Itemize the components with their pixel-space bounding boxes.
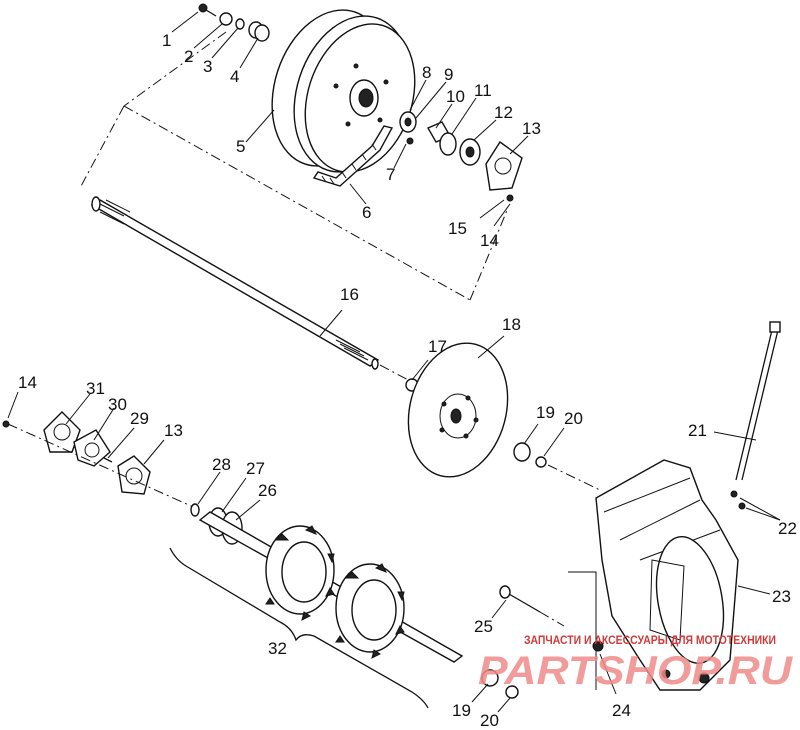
callout-12: 12: [494, 103, 513, 122]
part-o-ring: [505, 685, 519, 699]
callout-11: 11: [474, 81, 492, 100]
callout-5: 5: [236, 137, 245, 156]
watermark: ЗАПЧАСТИ И АКСЕССУАРЫ ДЛЯ МОТОТЕХНИКИ PA…: [478, 633, 793, 693]
part-nut: [592, 640, 604, 652]
callout-2: 2: [184, 47, 193, 66]
part-washer-small: [235, 18, 245, 30]
callout-15: 15: [448, 219, 467, 238]
watermark-brand: PARTSHOP.RU: [478, 649, 793, 693]
part-bearing-flange: [485, 140, 523, 202]
part-sprocket: [271, 9, 416, 173]
callout-21: 21: [688, 421, 707, 440]
callout-28: 28: [212, 455, 231, 474]
callout-10: 10: [446, 87, 465, 106]
callout-16: 16: [340, 285, 359, 304]
part-washer: [513, 442, 531, 462]
group-bracket: [169, 547, 429, 709]
callout-26: 26: [258, 481, 277, 500]
callout-23: 23: [772, 587, 791, 606]
callout-32: 32: [268, 639, 287, 658]
callout-29: 29: [130, 409, 149, 428]
callout-18: 18: [502, 315, 521, 334]
callout-25: 25: [474, 617, 493, 636]
callout-6: 6: [362, 203, 371, 222]
callout-19-lower: 19: [452, 701, 471, 720]
part-seal: [190, 503, 200, 517]
part-o-ring: [535, 456, 547, 468]
lower-drive-assembly: [2, 411, 519, 709]
phantom-outline-upper: [79, 31, 509, 383]
part-spacer: [248, 21, 270, 42]
callout-17: 17: [428, 337, 447, 356]
part-washer: [219, 12, 233, 26]
leader-lines: [7, 11, 781, 713]
upper-drive-assembly: [79, 3, 523, 383]
part-chain: [312, 125, 394, 187]
part-bearing-stack: [399, 111, 481, 166]
callout-3: 3: [203, 57, 212, 76]
callout-14-upper: 14: [480, 231, 499, 250]
callout-7: 7: [386, 165, 395, 184]
part-drive-sprocket: [265, 525, 335, 621]
chaincase-assembly: [499, 321, 781, 691]
part-drive-sprocket: [335, 563, 405, 659]
part-washer: [481, 669, 499, 687]
callout-1: 1: [162, 31, 171, 50]
watermark-tagline: ЗАПЧАСТИ И АКСЕССУАРЫ ДЛЯ МОТОТЕХНИКИ: [524, 633, 776, 647]
part-dipstick: [735, 321, 781, 481]
callout-31: 31: [86, 379, 105, 398]
callout-20-upper: 20: [564, 409, 583, 428]
callout-4: 4: [230, 67, 239, 86]
callout-14-lower: 14: [18, 373, 37, 392]
callout-24: 24: [612, 701, 631, 720]
callout-13-upper: 13: [522, 119, 541, 138]
callout-19-upper: 19: [536, 403, 555, 422]
callout-8: 8: [422, 63, 431, 82]
callout-22: 22: [778, 519, 797, 538]
callout-13-lower: 13: [164, 421, 183, 440]
part-bolt-long: [499, 585, 541, 613]
part-flange-plate: [73, 429, 111, 467]
part-bolt: [198, 3, 217, 17]
part-upper-shaft: [90, 196, 380, 370]
callout-20-lower: 20: [480, 711, 499, 730]
callout-30: 30: [108, 395, 127, 414]
part-chaincase: [595, 459, 739, 691]
brake-disc-assembly: [405, 342, 601, 491]
callout-labels: 1 2 3 4 5 6 7 8 9 10 11 12 13 14 15 16 1…: [18, 31, 797, 730]
callout-9: 9: [444, 65, 453, 84]
callout-27: 27: [246, 459, 265, 478]
